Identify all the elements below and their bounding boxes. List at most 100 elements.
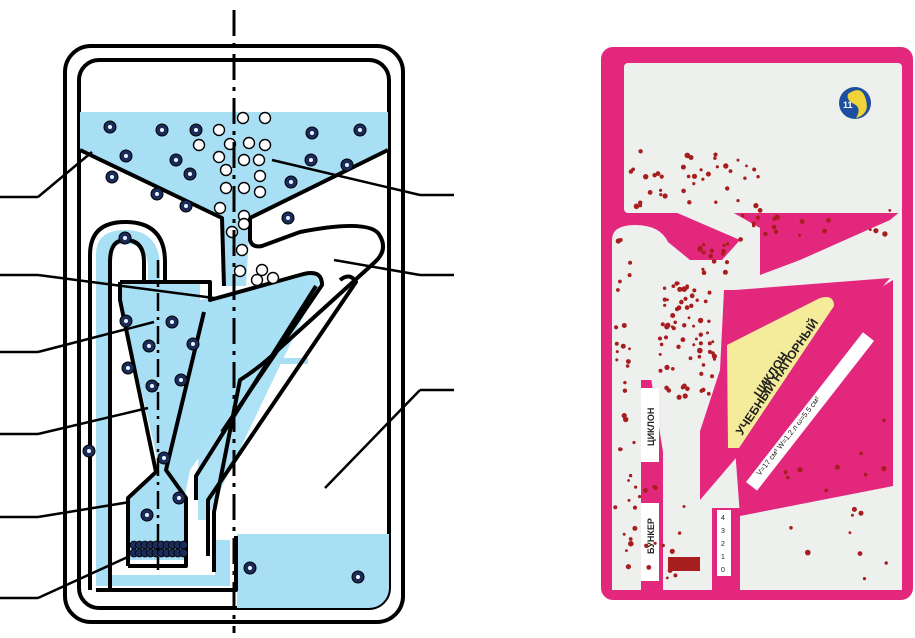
photo-bunker-tag: БУНКЕР — [646, 518, 656, 554]
red-particle — [683, 505, 686, 508]
red-particle — [723, 163, 728, 168]
red-particle — [786, 476, 790, 480]
red-particle — [616, 288, 620, 292]
air-bubble — [254, 155, 265, 166]
red-particle — [714, 201, 717, 204]
air-bubble — [260, 140, 271, 151]
red-particle — [681, 337, 686, 342]
red-particle — [864, 473, 868, 477]
red-particle — [758, 208, 763, 213]
red-particle — [663, 304, 666, 307]
dark-particle — [354, 124, 366, 136]
red-particle — [692, 288, 696, 292]
red-particle — [628, 499, 631, 502]
red-particle — [673, 573, 677, 577]
air-bubble — [239, 155, 250, 166]
dark-particle — [175, 374, 187, 386]
red-particle — [625, 549, 628, 552]
red-particle — [774, 229, 779, 234]
red-particle — [616, 350, 619, 353]
red-particle — [711, 351, 715, 355]
bottom-water-layer — [237, 534, 389, 608]
red-particle — [623, 381, 626, 384]
dark-particle — [104, 121, 116, 133]
red-particle — [798, 234, 801, 237]
red-particle — [722, 244, 725, 247]
red-particle — [721, 252, 725, 256]
red-particle — [712, 259, 717, 264]
dark-particle — [158, 452, 170, 464]
air-bubble — [268, 273, 279, 284]
red-particle — [613, 505, 617, 509]
dark-particle — [119, 232, 131, 244]
red-particle — [849, 531, 852, 534]
red-particle — [859, 511, 864, 516]
red-particle — [678, 531, 681, 534]
air-bubble — [214, 152, 225, 163]
red-particle — [763, 232, 767, 236]
red-particle — [671, 367, 675, 371]
red-particle — [689, 304, 693, 308]
dark-particle — [146, 380, 158, 392]
red-particle — [656, 171, 661, 176]
red-particle — [677, 395, 682, 400]
red-particle — [710, 374, 714, 378]
red-particle — [869, 228, 872, 231]
dark-particle — [184, 168, 196, 180]
red-particle — [659, 193, 662, 196]
red-particle — [682, 323, 686, 327]
dark-particle — [244, 562, 256, 574]
photo-cyclone-tag: ЦИКЛОН — [646, 408, 656, 446]
dark-particle — [83, 445, 95, 457]
red-particle — [775, 215, 780, 220]
red-particle — [737, 159, 740, 162]
air-bubble — [215, 203, 226, 214]
red-particle — [708, 291, 712, 295]
red-particle — [638, 149, 642, 153]
dark-particle — [106, 171, 118, 183]
red-particle — [752, 168, 756, 172]
red-particle — [643, 174, 648, 179]
red-particle — [859, 452, 863, 456]
red-particle — [725, 260, 729, 264]
scale-mark: 3 — [721, 528, 725, 535]
red-particle — [851, 514, 854, 517]
red-particle — [648, 190, 653, 195]
red-particle — [628, 273, 632, 277]
red-particle — [660, 343, 664, 347]
red-particle — [753, 223, 756, 226]
red-particle — [688, 316, 691, 319]
red-particle — [702, 243, 705, 246]
red-particle — [822, 229, 827, 234]
swirl-logo-icon: 11 — [839, 87, 871, 119]
red-particle — [699, 372, 703, 376]
red-particle — [702, 250, 706, 254]
red-particle — [681, 385, 685, 389]
red-particle — [852, 507, 857, 512]
red-particle — [756, 216, 760, 220]
red-particle — [708, 341, 712, 345]
dark-particle — [285, 176, 297, 188]
red-particle — [873, 228, 878, 233]
photo-sediment — [668, 557, 700, 571]
red-particle — [699, 341, 703, 345]
red-particle — [707, 320, 710, 323]
red-particle — [713, 157, 716, 160]
dark-particle — [187, 338, 199, 350]
red-particle — [704, 300, 708, 304]
red-particle — [629, 169, 633, 173]
scale-mark: 0 — [721, 567, 725, 574]
red-particle — [689, 356, 693, 360]
dark-particle — [143, 340, 155, 352]
red-particle — [701, 178, 704, 181]
red-particle — [885, 561, 888, 564]
red-particle — [683, 297, 687, 301]
red-particle — [716, 165, 719, 168]
red-particle — [662, 544, 665, 547]
sediment-particle — [180, 549, 188, 557]
red-particle — [644, 544, 648, 548]
red-particle — [619, 238, 623, 242]
red-particle — [805, 550, 811, 556]
red-particle — [882, 231, 887, 236]
